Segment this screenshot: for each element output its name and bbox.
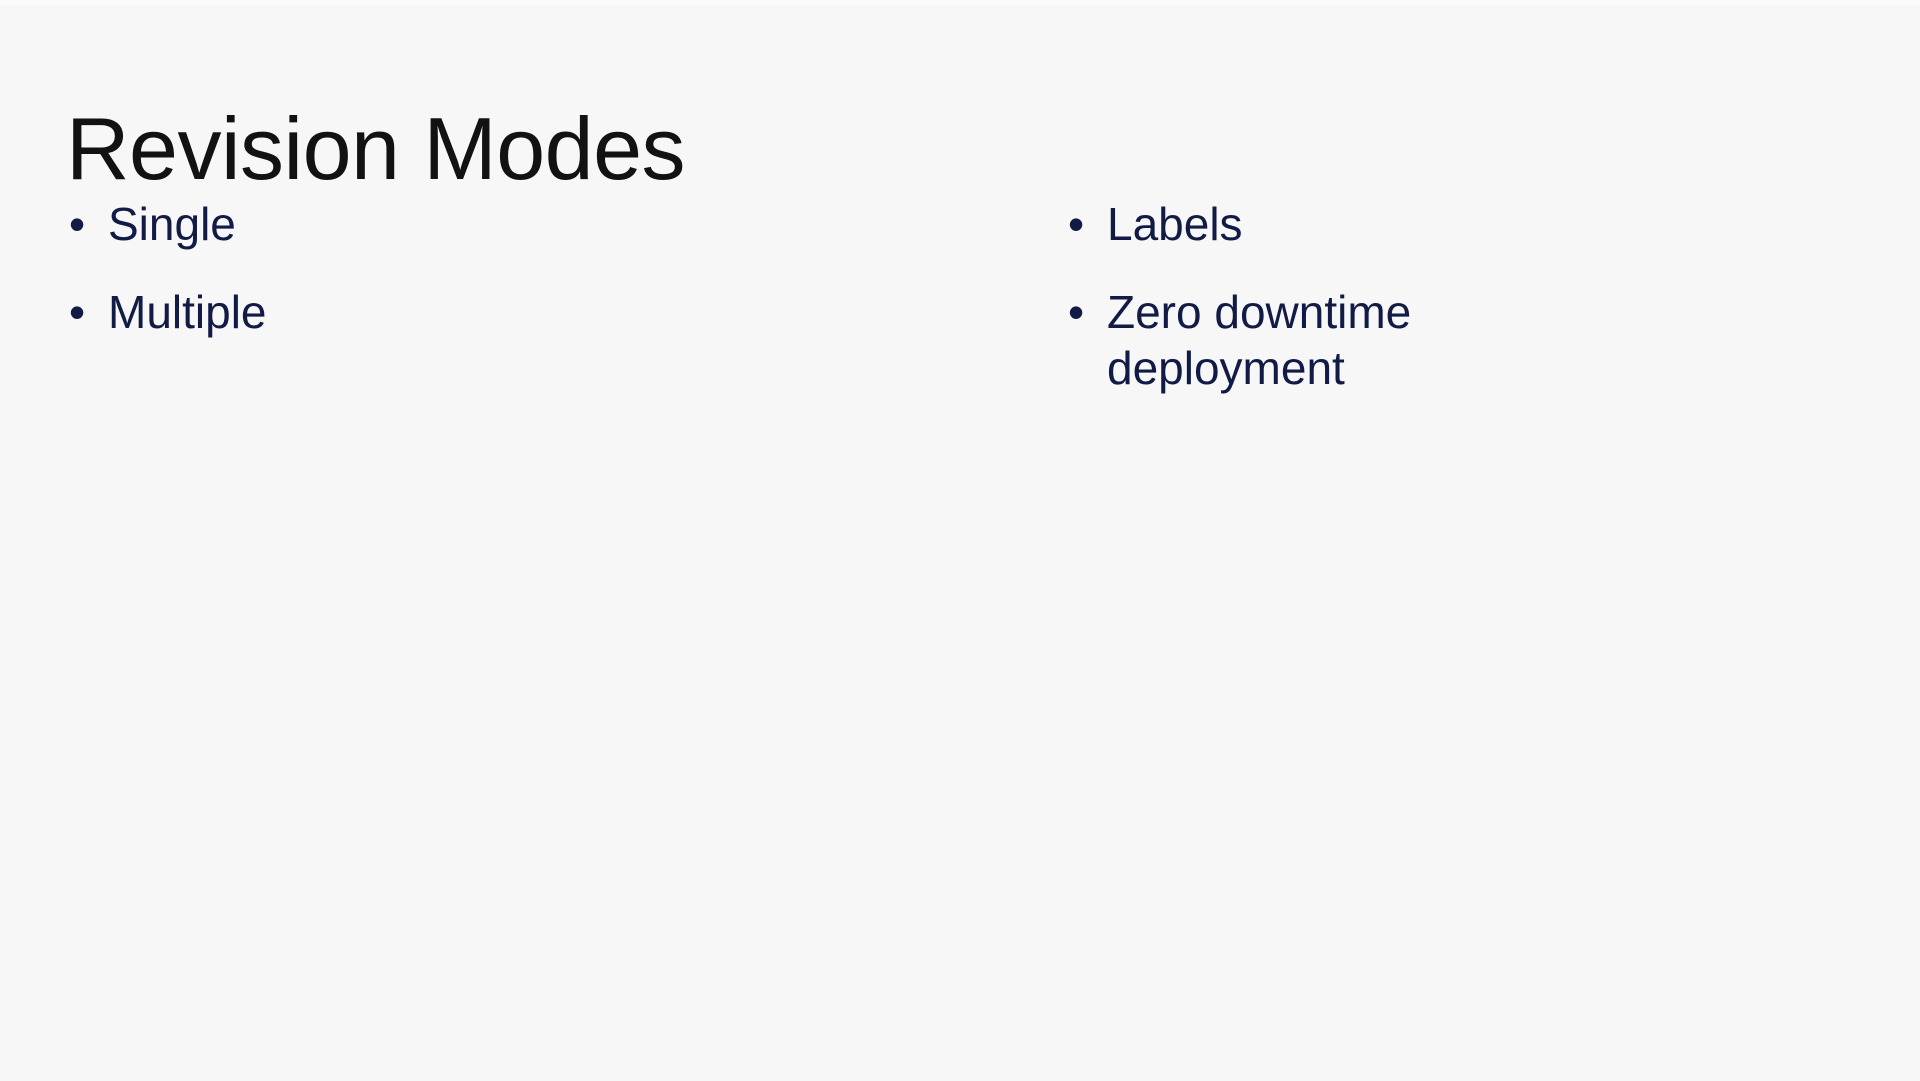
bullet-dot-icon: • — [1068, 286, 1085, 339]
bullet-list-right: • Labels • Zero downtime deployment — [1055, 196, 1815, 396]
slide-top-edge — [0, 0, 1920, 5]
bullet-dot-icon: • — [1068, 198, 1085, 250]
list-item-label: Zero downtime deployment — [1107, 286, 1412, 395]
list-item: • Multiple — [56, 284, 996, 340]
list-item: • Labels — [1055, 196, 1547, 252]
bullet-column-left: • Single • Multiple — [56, 196, 996, 340]
list-item-label: Labels — [1107, 198, 1243, 250]
list-item-label: Single — [108, 198, 236, 250]
page-title: Revision Modes — [66, 98, 686, 198]
list-item: • Single — [56, 196, 996, 252]
bullet-list-left: • Single • Multiple — [56, 196, 996, 340]
list-item-label: Multiple — [108, 286, 267, 339]
bullet-dot-icon: • — [69, 286, 86, 339]
bullet-column-right: • Labels • Zero downtime deployment — [1055, 196, 1815, 396]
list-item: • Zero downtime deployment — [1055, 284, 1547, 396]
bullet-dot-icon: • — [69, 198, 86, 250]
